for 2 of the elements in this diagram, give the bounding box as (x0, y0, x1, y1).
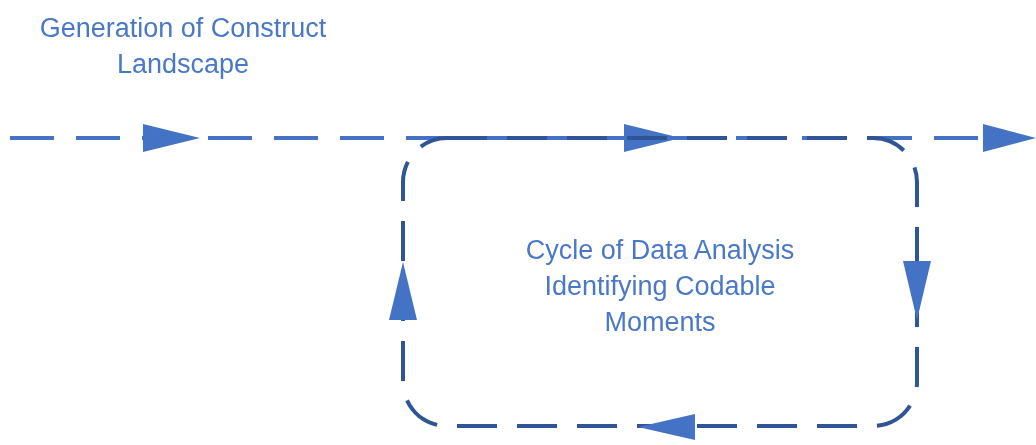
cycle-label: Cycle of Data Analysis Identifying Codable Moments (524, 234, 796, 339)
stage-label: Generation of Construct Landscape (38, 12, 328, 81)
